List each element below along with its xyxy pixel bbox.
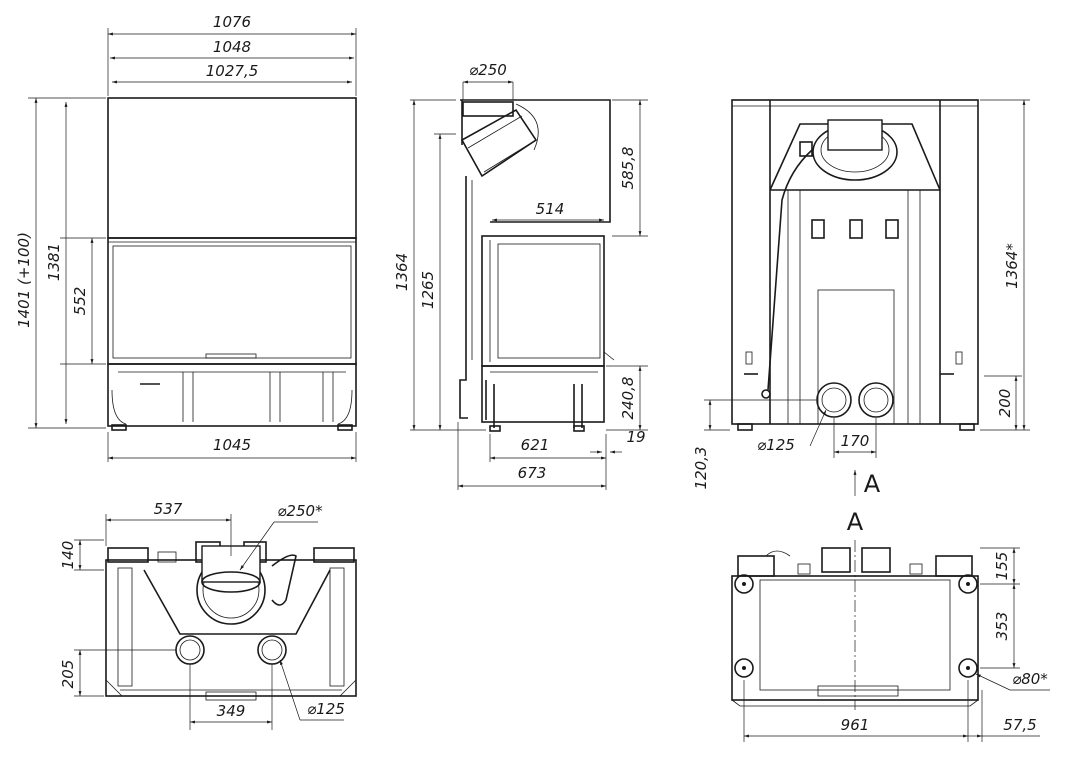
dim-height-1381: 1381 xyxy=(45,243,63,281)
dim-height-240-8: 240,8 xyxy=(619,377,637,420)
dim-depth-514: 514 xyxy=(536,200,565,218)
dim-depth-673: 673 xyxy=(518,464,547,482)
leg-bottom-right xyxy=(958,658,978,678)
dim-leg-diameter: ⌀80* xyxy=(1012,670,1048,688)
rear-air-inlet-right xyxy=(858,382,894,418)
front-glass-door xyxy=(107,237,357,365)
dim-air-diameter: ⌀125 xyxy=(757,436,795,454)
section-view-a: A 155 3 xyxy=(731,508,1050,742)
leg-bottom-left xyxy=(734,658,754,678)
dim-overall-width: 1076 xyxy=(213,13,251,31)
dim-spacing-349: 349 xyxy=(217,702,246,720)
leg-top-left xyxy=(734,574,754,594)
dim-offset-537: 537 xyxy=(154,500,183,518)
dim-flue-diameter: ⌀250 xyxy=(469,61,507,79)
rear-air-inlet-left xyxy=(816,382,852,418)
dim-base-width: 1045 xyxy=(213,436,251,454)
dim-offset-57-5: 57,5 xyxy=(1003,716,1036,734)
dim-offset-19: 19 xyxy=(626,428,645,446)
dim-height-1364-star: 1364* xyxy=(1003,243,1021,289)
front-upper-cover xyxy=(107,97,357,239)
section-title: A xyxy=(847,508,864,536)
top-view: 537 ⌀250* 140 205 349 ⌀125 xyxy=(59,500,357,730)
dim-depth-621: 621 xyxy=(521,436,550,454)
dim-depth-140: 140 xyxy=(59,541,77,570)
dim-glass-height: 552 xyxy=(71,287,89,316)
dim-flue-diameter-star: ⌀250* xyxy=(277,502,323,520)
dim-depth-155: 155 xyxy=(993,552,1011,581)
side-base xyxy=(481,365,605,423)
dim-width-1027-5: 1027,5 xyxy=(206,62,259,80)
rear-view: A 1364* 200 120,3 ⌀125 170 xyxy=(692,99,1030,498)
dim-width-1048: 1048 xyxy=(213,38,251,56)
dim-top-height: 585,8 xyxy=(619,147,637,190)
dim-depth-205: 205 xyxy=(59,660,77,689)
dim-height-1364: 1364 xyxy=(393,253,411,291)
dim-width-961: 961 xyxy=(841,716,870,734)
side-firebox xyxy=(481,235,605,367)
dim-height-1265: 1265 xyxy=(419,271,437,309)
dim-height-200: 200 xyxy=(996,389,1014,418)
section-marker-a: A xyxy=(864,470,881,498)
leg-top-right xyxy=(958,574,978,594)
dim-top-air-diameter: ⌀125 xyxy=(307,700,345,718)
front-base-frame xyxy=(107,363,357,427)
dim-depth-353: 353 xyxy=(993,612,1011,641)
dim-total-height: 1401 (+100) xyxy=(15,232,33,328)
front-view: 1076 1048 1027,5 1401 (+100) 1381 552 10… xyxy=(15,13,357,462)
dim-spacing-170: 170 xyxy=(841,432,870,450)
dim-height-120-3: 120,3 xyxy=(692,447,710,490)
side-view: ⌀250 585,8 514 1364 1265 240,8 19 621 67… xyxy=(393,61,648,490)
